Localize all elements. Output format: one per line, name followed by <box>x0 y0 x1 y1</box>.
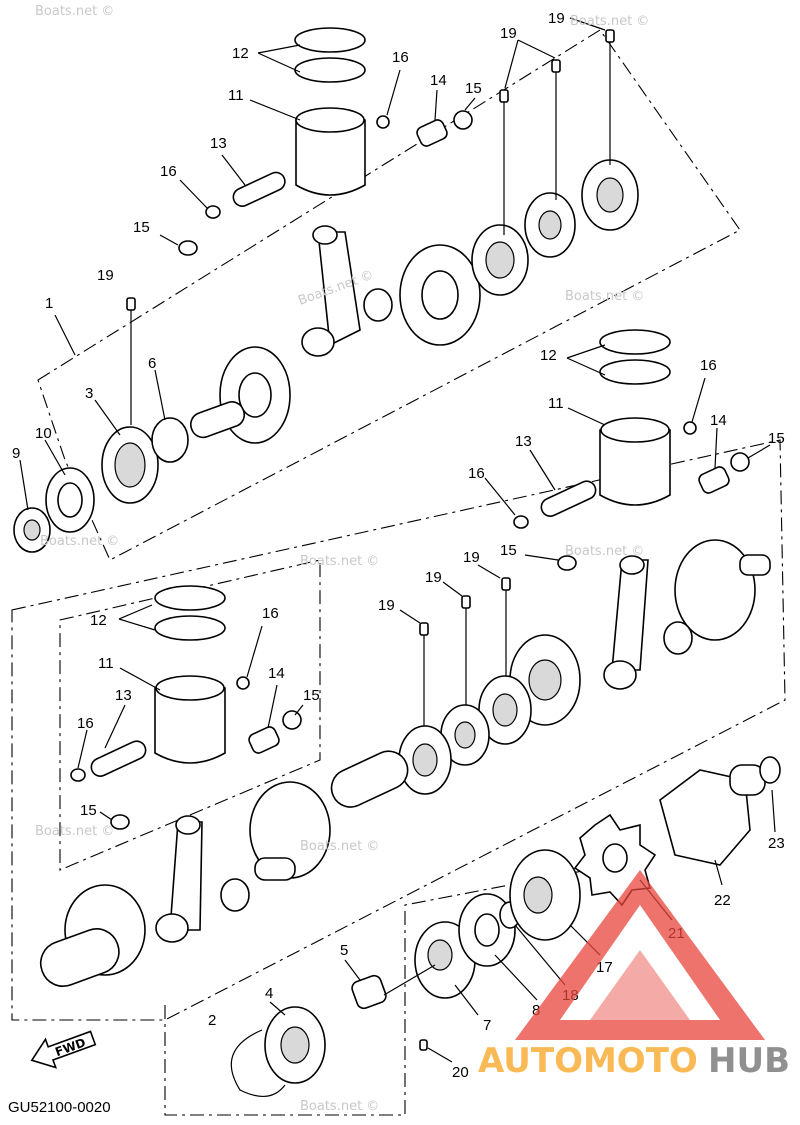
callout-22: 22 <box>714 892 731 909</box>
callout-16: 16 <box>262 605 279 622</box>
impeller-22 <box>659 769 751 866</box>
callout-15: 15 <box>500 542 517 559</box>
callout-5: 5 <box>340 942 348 959</box>
brand-triangle-icon <box>515 870 765 1040</box>
center-bearings <box>330 675 532 808</box>
bearing-needle-upper <box>416 119 448 147</box>
callout-labels: 12 11 13 16 15 16 14 15 19 19 19 1 3 6 1… <box>12 10 785 1081</box>
callout-9: 9 <box>12 445 20 462</box>
callout-2: 2 <box>208 1012 216 1029</box>
piston-pin-upper <box>232 171 286 207</box>
callout-19: 19 <box>548 10 565 27</box>
callout-11: 11 <box>98 655 114 672</box>
diagram-code: GU52100-0020 <box>8 1099 111 1116</box>
watermark-4: Boats.net © <box>565 289 644 304</box>
collar-left <box>151 417 189 463</box>
callout-19: 19 <box>425 569 442 586</box>
collar-5 <box>351 974 387 1010</box>
callout-7: 7 <box>483 1017 491 1034</box>
callout-20: 20 <box>452 1064 469 1081</box>
watermark-7: Boats.net © <box>565 544 644 559</box>
watermark-10: Boats.net © <box>300 1099 379 1114</box>
callout-16: 16 <box>77 715 94 732</box>
callout-13: 13 <box>210 135 227 152</box>
washer-upper-right <box>453 110 473 130</box>
callout-19: 19 <box>500 25 517 42</box>
assembly-boundary-inner-left <box>59 559 321 871</box>
brand-name-part2: HUB <box>708 1041 790 1081</box>
fwd-arrow: FWD <box>30 1030 97 1069</box>
callout-13: 13 <box>515 433 532 450</box>
callout-15: 15 <box>80 802 97 819</box>
callout-16: 16 <box>468 465 485 482</box>
callout-16: 16 <box>160 163 177 180</box>
brand-logo: AUTOMOTO HUB <box>478 870 790 1081</box>
lower-piston-group <box>39 585 331 987</box>
middle-piston-group <box>509 329 771 726</box>
upper-piston-group <box>178 27 473 357</box>
piston-ring-1 <box>294 27 366 53</box>
callout-15: 15 <box>133 219 150 236</box>
piston-ring-2 <box>294 57 366 83</box>
upper-crank <box>13 159 639 553</box>
callout-4: 4 <box>265 985 273 1002</box>
dowel-20 <box>419 1039 428 1051</box>
washer-23 <box>759 756 781 784</box>
watermark-9: Boats.net © <box>300 839 379 854</box>
brand-name-part1: AUTOMOTO <box>478 1041 698 1081</box>
callout-3: 3 <box>85 385 93 402</box>
callout-6: 6 <box>148 355 156 372</box>
callout-17: 17 <box>596 959 613 976</box>
callout-19: 19 <box>97 267 114 284</box>
circlip-upper-left <box>205 205 221 219</box>
dowel-pins <box>126 29 615 730</box>
circlip-upper-right <box>376 115 390 129</box>
callout-10: 10 <box>35 425 52 442</box>
callout-16: 16 <box>392 49 409 66</box>
callout-19: 19 <box>378 597 395 614</box>
callout-15: 15 <box>303 687 320 704</box>
callout-13: 13 <box>115 687 132 704</box>
callout-12: 12 <box>540 347 557 364</box>
crank-web-middle-right <box>674 539 756 641</box>
callout-11: 11 <box>228 87 244 104</box>
crank-end-shaft <box>39 928 120 987</box>
callout-1: 1 <box>45 295 53 312</box>
callout-8: 8 <box>532 1002 540 1019</box>
assembly-boundary-upper <box>37 29 741 561</box>
callout-15: 15 <box>465 80 482 97</box>
lower-right-parts <box>230 756 781 1097</box>
watermark-5: Boats.net © <box>40 534 119 549</box>
callout-12: 12 <box>90 612 107 629</box>
callout-23: 23 <box>768 835 785 852</box>
washer-upper-left <box>178 240 198 256</box>
assembly-boundary-oil-seal <box>164 859 641 1116</box>
callout-11: 11 <box>548 395 564 412</box>
fwd-label: FWD <box>53 1035 87 1059</box>
watermark-1: Boats.net © <box>35 4 114 19</box>
washer-upper-mid <box>363 288 393 322</box>
callout-12: 12 <box>232 45 249 62</box>
watermark-6: Boats.net © <box>300 554 379 569</box>
callout-14: 14 <box>710 412 727 429</box>
watermark-8: Boats.net © <box>35 824 114 839</box>
watermark-2: Boats.net © <box>570 14 649 29</box>
circlip-2 <box>230 1029 286 1097</box>
callout-15: 15 <box>768 430 785 447</box>
callout-14: 14 <box>268 665 285 682</box>
callout-19: 19 <box>463 549 480 566</box>
callout-14: 14 <box>430 72 447 89</box>
callout-16: 16 <box>700 357 717 374</box>
